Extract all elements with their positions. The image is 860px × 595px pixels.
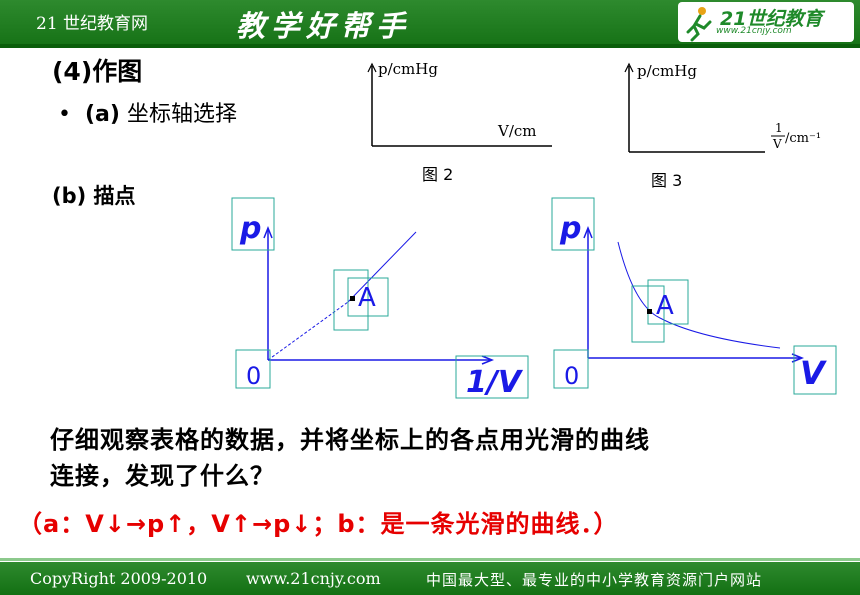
footer-slogan: 中国最大型、最专业的中小学教育资源门户网站 (426, 571, 763, 589)
step-plot-points: (b) 描点 (52, 184, 136, 208)
runner-logo-icon (686, 7, 712, 42)
fig3-xlabel-num: 1 (775, 121, 783, 135)
fig2-y-arrow (367, 62, 377, 73)
right-y-label-box (551, 197, 595, 251)
bullet-axis-choice: • (a) 坐标轴选择 (58, 96, 237, 128)
right-y-arrow (583, 225, 593, 239)
fig3-caption: 图 3 (651, 171, 682, 190)
left-origin-label: 0 (246, 362, 261, 390)
right-x-label-box (793, 345, 837, 395)
right-point-a (647, 309, 652, 314)
left-y-arrow (263, 225, 273, 239)
logo-text: 21世纪教育 (720, 8, 823, 30)
footer-bar (0, 562, 860, 595)
header-divider (0, 44, 860, 48)
bullet-dot: • (58, 102, 85, 127)
left-point-box-inner (347, 277, 389, 317)
right-origin-box (553, 349, 589, 389)
fig2-caption: 图 2 (422, 165, 453, 184)
fig2-ylabel: p/cmHg (378, 60, 438, 78)
left-y-label-box (231, 197, 275, 251)
fig3-ylabel: p/cmHg (637, 62, 697, 80)
right-x-label: V (800, 354, 827, 392)
fig3-y-arrow (624, 62, 634, 73)
answer-text: （a：V↓→p↑，V↑→p↓；b：是一条光滑的曲线．） (18, 510, 619, 538)
right-origin-label: 0 (564, 362, 579, 390)
right-point-box-inner (647, 279, 689, 325)
header-slogan: 教学好帮手 (236, 9, 412, 43)
footer-url-link[interactable]: www.21cnjy.com (246, 569, 381, 588)
bullet-prefix: (a) (84, 102, 120, 127)
left-point-a (350, 296, 355, 301)
right-y-label: p (559, 211, 581, 246)
figure-3: p/cmHg 1 V /cm⁻¹ 图 3 (624, 62, 821, 190)
site-logo[interactable]: 21世纪教育 www.21cnjy.com (678, 2, 854, 42)
right-isotherm-curve (617, 241, 781, 349)
left-origin-box (235, 349, 271, 389)
left-x-arrow (481, 355, 495, 365)
left-x-label-box (455, 355, 529, 399)
left-y-label: p (239, 211, 261, 246)
footer-divider (0, 558, 860, 561)
question-line-2: 连接，发现了什么？ (50, 462, 275, 490)
right-point-label: A (656, 291, 674, 321)
fig2-xlabel: V/cm (497, 122, 537, 140)
plot-p-vs-inverse-v: p 0 1/V A (231, 197, 529, 400)
fig3-xlabel-den: V (772, 137, 782, 151)
site-name: 21 世纪教育网 (36, 14, 149, 34)
left-point-label: A (358, 283, 376, 313)
section-heading: (4)作图 (52, 57, 143, 86)
plot-p-vs-v: p 0 V A (551, 197, 837, 395)
left-fit-dashed (267, 301, 349, 361)
logo-url: www.21cnjy.com (716, 26, 792, 36)
left-point-box-outer (333, 269, 369, 331)
fig3-xlabel-unit: /cm⁻¹ (785, 131, 821, 146)
right-x-arrow (791, 353, 805, 363)
left-fit-line (347, 231, 417, 303)
bullet-text: 坐标轴选择 (126, 102, 237, 127)
figure-2: p/cmHg V/cm 图 2 (367, 60, 552, 184)
question-line-1: 仔细观察表格的数据，并将坐标上的各点用光滑的曲线 (50, 426, 650, 454)
footer-copyright: CopyRight 2009-2010 (30, 569, 208, 588)
left-x-label: 1/V (466, 365, 524, 400)
